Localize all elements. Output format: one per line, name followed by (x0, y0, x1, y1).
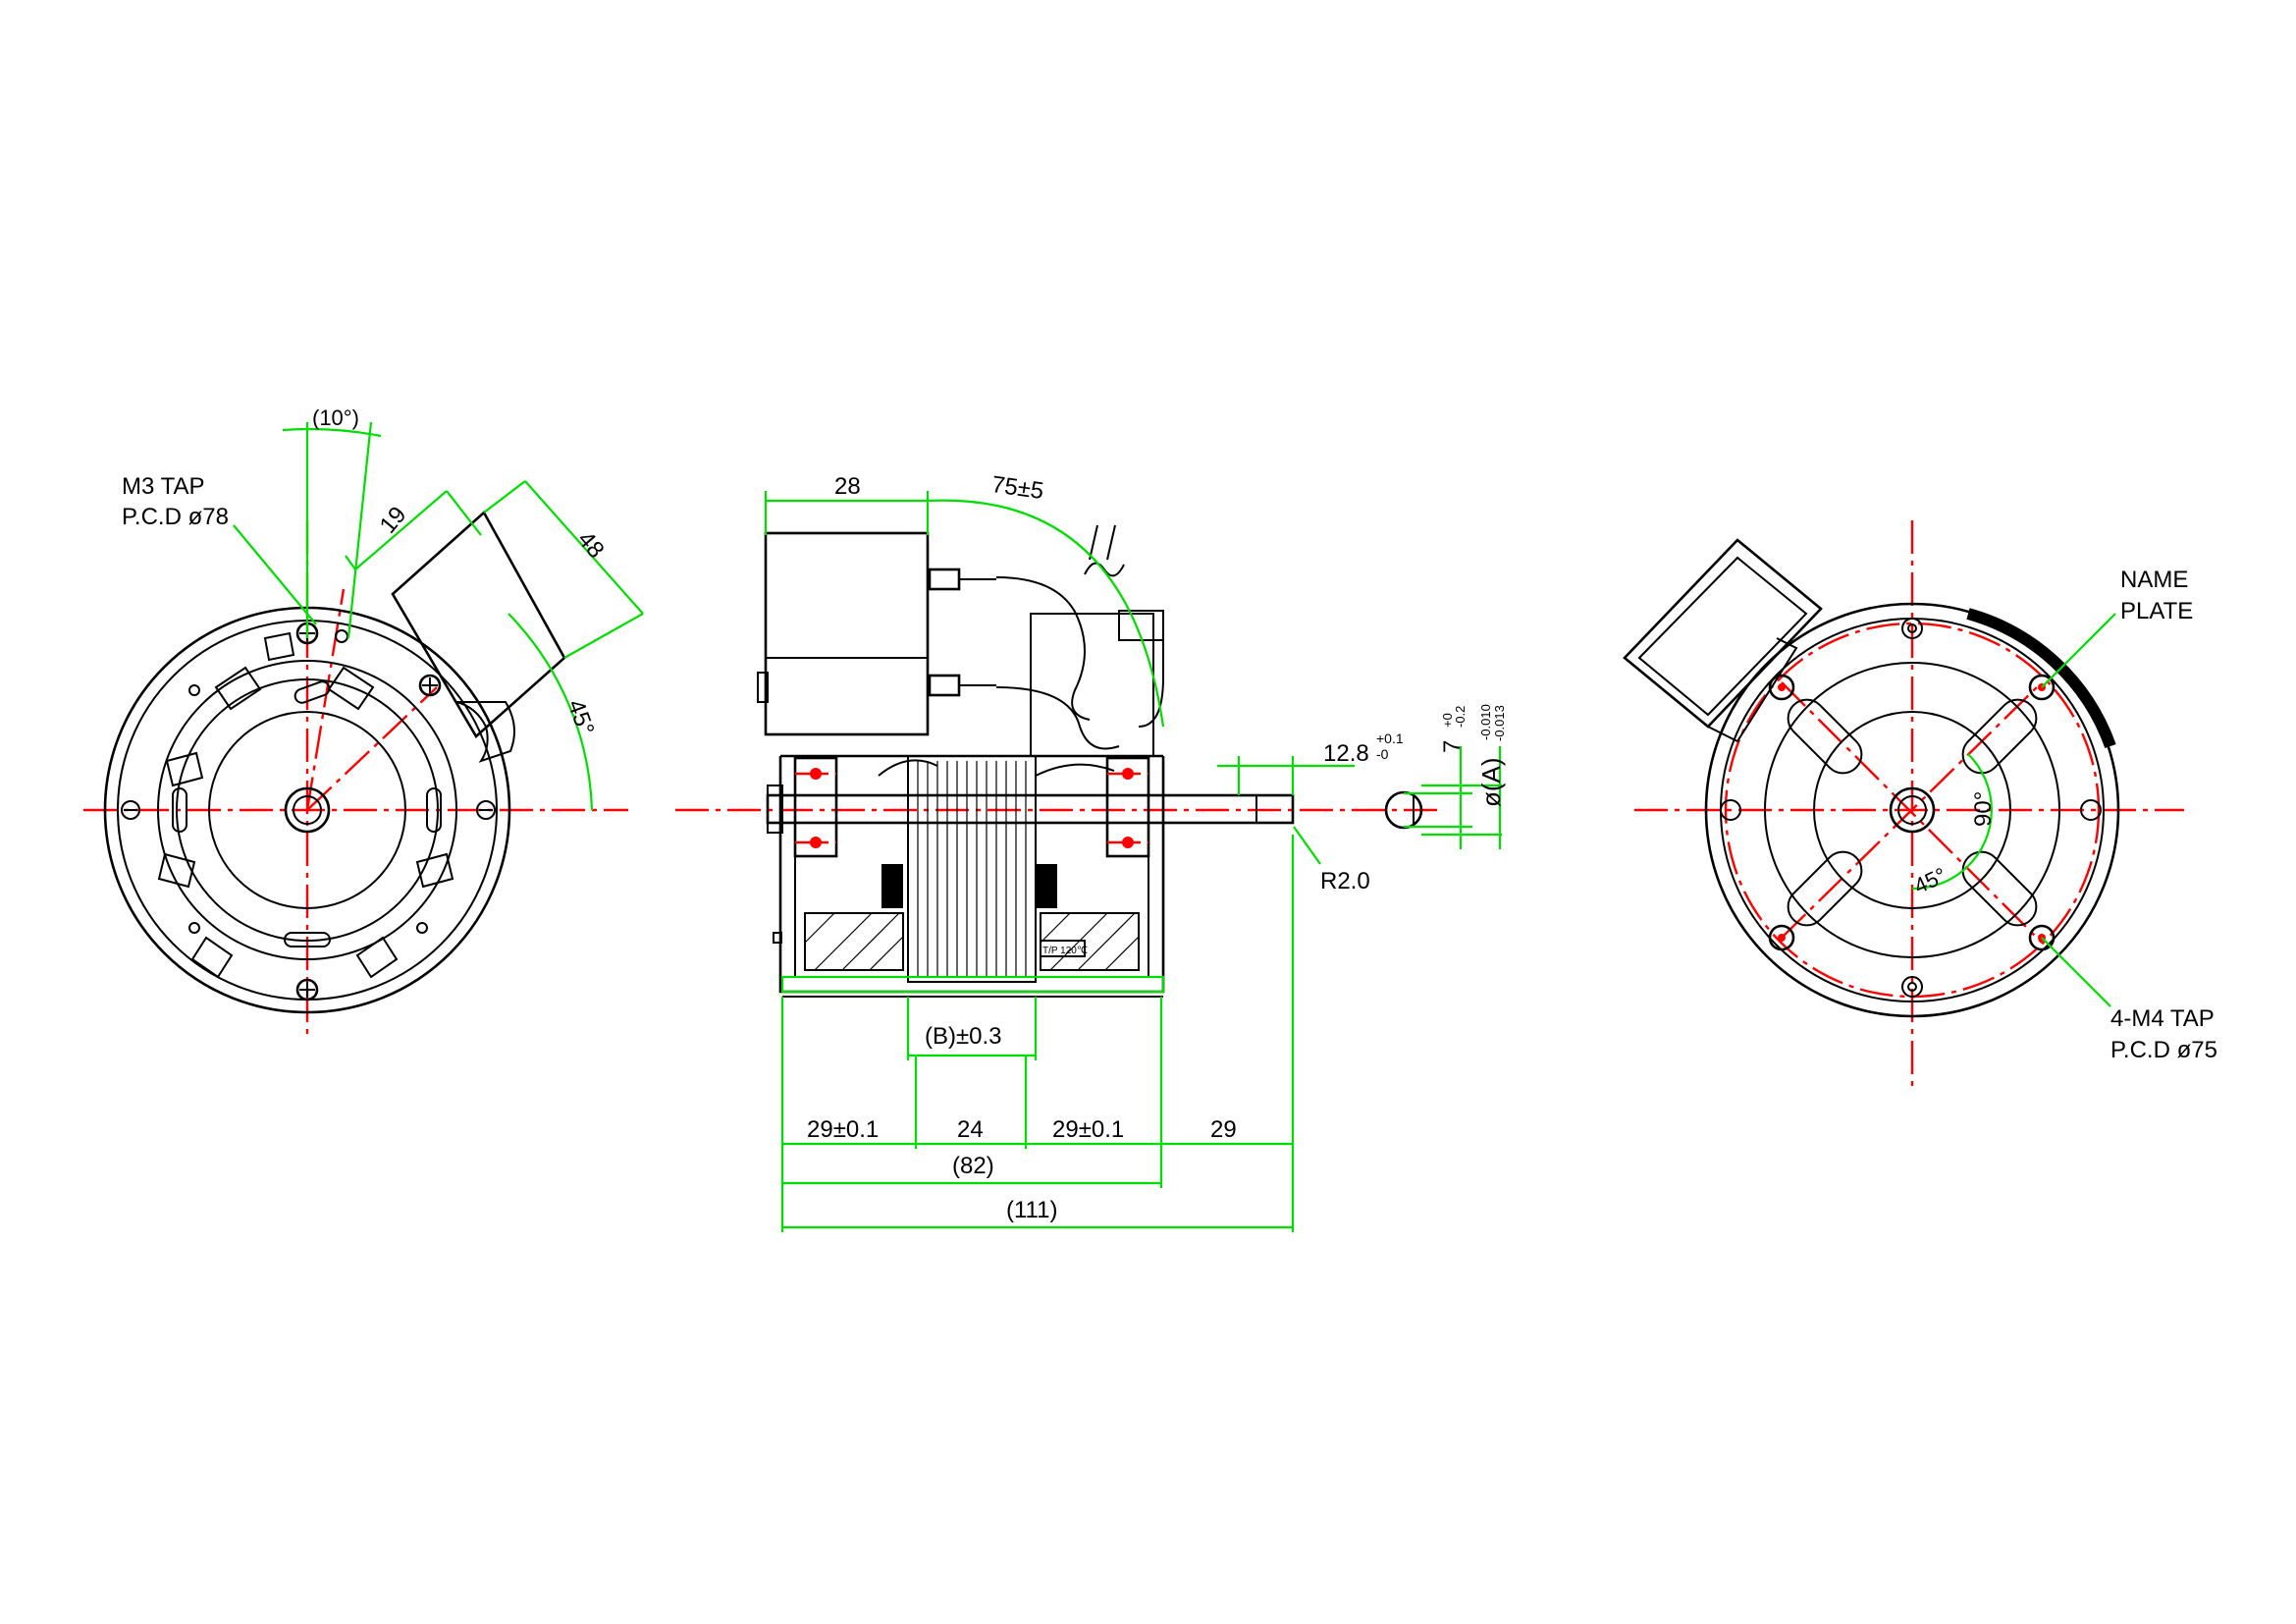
label-phi-a-tol-upper: -0.010 (1478, 704, 1493, 740)
right-rear-view: 90° 45° NAME PLATE 4-M4 TAP P.C.D ø75 (1623, 520, 2217, 1090)
label-29b: 29±0.1 (1052, 1116, 1124, 1143)
label-29c: 29 (1210, 1116, 1237, 1143)
label-phi-a: ø(A) (1476, 757, 1506, 807)
bearings (793, 756, 1150, 858)
right-capacitor-box (1623, 538, 1823, 743)
label-29a: 29±0.1 (807, 1116, 879, 1143)
dim-10-deg: (10°) (282, 406, 382, 639)
label-m4-tap: 4-M4 TAP (2110, 1005, 2215, 1032)
right-holes (1720, 618, 2102, 998)
label-19: 19 (375, 502, 412, 539)
label-7: 7 (1439, 740, 1466, 753)
label-r2: R2.0 (1320, 868, 1370, 894)
label-name: NAME (2120, 567, 2188, 593)
label-tp: T/P 120℃ (1042, 946, 1088, 956)
dim-19: 19 (345, 490, 482, 570)
left-screws (121, 622, 496, 1001)
label-12-8-tol-upper: +0.1 (1376, 731, 1404, 746)
left-capacitor-box (391, 510, 566, 763)
winding-hatch (804, 864, 1140, 971)
name-plate-strip (1966, 608, 2116, 749)
label-45-left: 45° (562, 696, 600, 738)
m4-tap-callout: 4-M4 TAP P.C.D ø75 (2041, 937, 2217, 1063)
label-82: (82) (952, 1153, 994, 1179)
label-28: 28 (834, 473, 861, 500)
label-plate: PLATE (2120, 598, 2193, 624)
shaft (766, 785, 1295, 834)
label-7-tol-lower: -0.2 (1453, 706, 1468, 728)
label-phi-a-tol-lower: -0.013 (1492, 705, 1507, 741)
label-m3-tap: M3 TAP (122, 473, 204, 500)
middle-dimensions: 28 75±5 12.8 +0.1 -0 7 +0 -0.2 ø(A) -0.0… (764, 471, 1507, 1232)
label-12-8-tol-lower: -0 (1376, 746, 1389, 762)
label-m3-pcd: P.C.D ø78 (122, 504, 229, 530)
label-7-tol-upper: +0 (1440, 713, 1455, 728)
label-45-right: 45° (1910, 862, 1950, 898)
dim-45-left: 45° (507, 613, 600, 811)
dim-45-right: 45° (1910, 862, 1969, 898)
label-b: (B)±0.3 (925, 1023, 1002, 1050)
name-plate-callout: NAME PLATE (2041, 567, 2193, 688)
label-10-deg: (10°) (312, 406, 359, 430)
label-75: 75±5 (989, 471, 1044, 505)
m4-tap-holes (1768, 674, 2056, 951)
dim-90: 90° (1967, 753, 1997, 867)
middle-section-view: T/P 120℃ (675, 524, 1443, 998)
left-front-view: (10°) M3 TAP P.C.D ø78 19 48 45° (83, 406, 644, 1036)
label-111: (111) (1006, 1197, 1057, 1223)
dim-48: 48 (483, 480, 644, 659)
label-90: 90° (1970, 791, 1997, 827)
stator-laminations (907, 755, 1037, 983)
label-24: 24 (957, 1116, 984, 1143)
capacitor-box (764, 531, 930, 736)
label-48: 48 (572, 526, 610, 564)
m3-tap-callout: M3 TAP P.C.D ø78 (122, 473, 317, 625)
label-m4-pcd: P.C.D ø75 (2110, 1037, 2217, 1063)
label-12-8: 12.8 (1323, 740, 1369, 767)
